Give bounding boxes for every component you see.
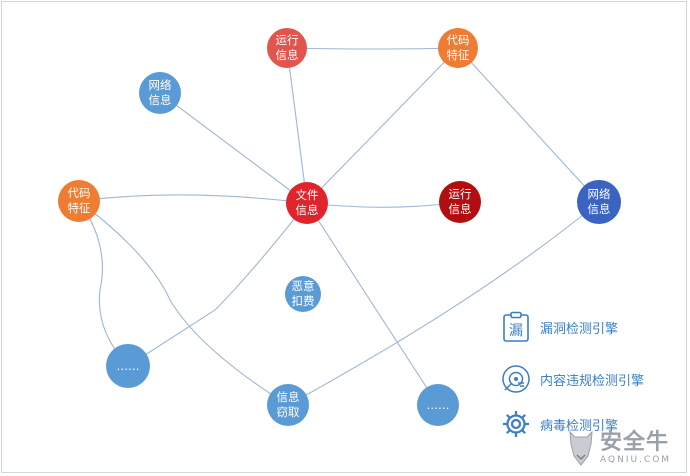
node-label: 信息 窃取 [276, 390, 300, 419]
node-network-info-left: 网络 信息 [139, 72, 181, 114]
node-run-info-top: 运行 信息 [267, 28, 307, 68]
watermark-title: 安全牛 [600, 430, 670, 455]
edge-fileinfo-networkinfo-left [159, 92, 308, 204]
edge-codefeatureleft-ellipsisleft [78, 200, 129, 367]
edge-fileinfo-runinfo-top [286, 47, 308, 204]
legend-label-content-engine: 内容违规检测引擎 [540, 373, 645, 389]
node-label: …… [116, 358, 140, 373]
edge-fileinfo-codefeature-top [306, 47, 459, 204]
bull-logo-icon [569, 430, 593, 466]
clipboard-leak-glyph: 漏 [509, 323, 523, 339]
node-network-info-right: 网络 信息 [577, 180, 621, 224]
node-label: …… [426, 397, 450, 412]
node-label: 运行 信息 [275, 33, 299, 62]
edge-codefeaturetop-networkright [457, 47, 600, 203]
node-ellipsis-left: …… [106, 344, 150, 388]
edge-codefeatureleft-infotheft [78, 200, 289, 406]
node-run-info-mid: 运行 信息 [439, 181, 481, 223]
node-label: 网络 信息 [148, 78, 172, 107]
node-code-feature-top: 代码 特征 [438, 28, 478, 68]
clipboard-leak-icon: 漏 [500, 311, 532, 343]
node-ellipsis-right: …… [417, 384, 459, 426]
legend-item-content-engine: 内容违规检测引擎 [500, 363, 644, 395]
legend-label-virus-engine: 病毒检测引擎 [540, 418, 619, 434]
legend-label-vuln-engine: 漏洞检测引擎 [540, 321, 619, 337]
node-label: 文件 信息 [295, 188, 319, 217]
edge-networkright-infotheft [287, 201, 600, 406]
edge-runinfotop-codefeaturetop [286, 47, 459, 50]
node-file-info: 文件 信息 [286, 182, 328, 224]
edge-fileinfo-codefeature-left [78, 194, 308, 204]
node-label: 运行 信息 [448, 187, 472, 216]
edge-fileinfo-runinfo-mid [306, 201, 461, 208]
node-label: 恶意 扣费 [291, 279, 315, 308]
legend-item-virus-engine: 病毒检测引擎 [500, 408, 618, 440]
node-malicious-fee: 恶意 扣费 [285, 276, 321, 312]
node-label: 网络 信息 [587, 187, 611, 216]
legend-item-vuln-engine: 漏 漏洞检测引擎 [500, 311, 618, 343]
node-label: 代码 特征 [446, 33, 470, 62]
node-info-theft: 信息 窃取 [267, 384, 309, 426]
gear-icon [500, 408, 532, 440]
watermark-subtitle: AQNIU.COM [600, 455, 672, 465]
watermark: 安全牛 AQNIU.COM [566, 426, 686, 470]
content-scan-icon [500, 363, 532, 395]
node-label: 代码 特征 [67, 186, 91, 215]
edge-fileinfo-ellipsis-left [127, 202, 308, 367]
edge-fileinfo-ellipsis-right [306, 202, 439, 406]
node-code-feature-left: 代码 特征 [58, 180, 100, 222]
